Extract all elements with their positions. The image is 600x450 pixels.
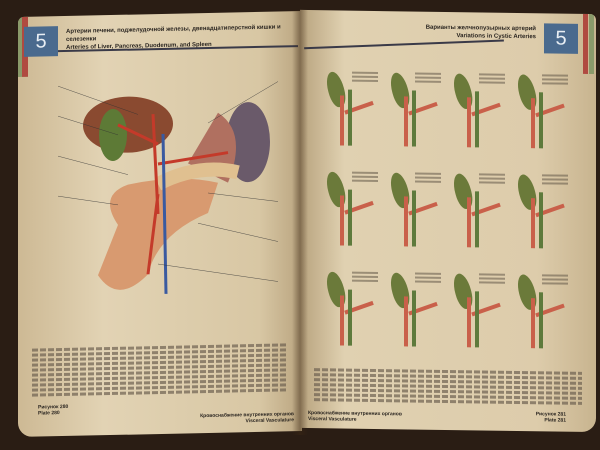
variation-figure (511, 168, 571, 259)
plate-en: Plate 280 (38, 410, 60, 417)
page-edge-stripe (589, 13, 594, 75)
caption-text (32, 341, 288, 398)
page-header: Варианты желчнопузырных артерий Variatio… (426, 24, 536, 42)
section-footer: Кровоснабжение внутренних органов Viscer… (308, 410, 402, 423)
variation-figure (447, 267, 507, 358)
variation-figure (384, 266, 444, 357)
page-edge-stripe (583, 13, 588, 74)
plate-number: Рисунок 281 Plate 281 (536, 411, 566, 423)
variation-figure (320, 65, 380, 156)
variation-figure (384, 166, 444, 257)
plate-en: Plate 281 (544, 417, 566, 424)
variation-figure (447, 167, 507, 258)
left-page: 5 Артерии печени, поджелудочной железы, … (18, 11, 302, 437)
right-page: 5 Варианты желчнопузырных артерий Variat… (300, 9, 596, 433)
variation-figure (320, 265, 380, 356)
variation-figure (447, 67, 507, 158)
chapter-tab: 5 (544, 23, 578, 54)
variation-figure (511, 268, 571, 359)
plate-number: Рисунок 280 Plate 280 (38, 404, 68, 417)
book-gutter (292, 10, 308, 435)
chapter-tab: 5 (24, 26, 58, 57)
variation-figure (384, 66, 444, 157)
variation-figure (320, 165, 380, 256)
variations-grid (320, 65, 570, 358)
anatomy-illustration (58, 81, 278, 294)
header-rule (304, 39, 504, 50)
section-footer: Кровоснабжение внутренних органов Viscer… (200, 411, 294, 425)
variation-figure (511, 68, 571, 159)
caption-text (314, 366, 582, 407)
